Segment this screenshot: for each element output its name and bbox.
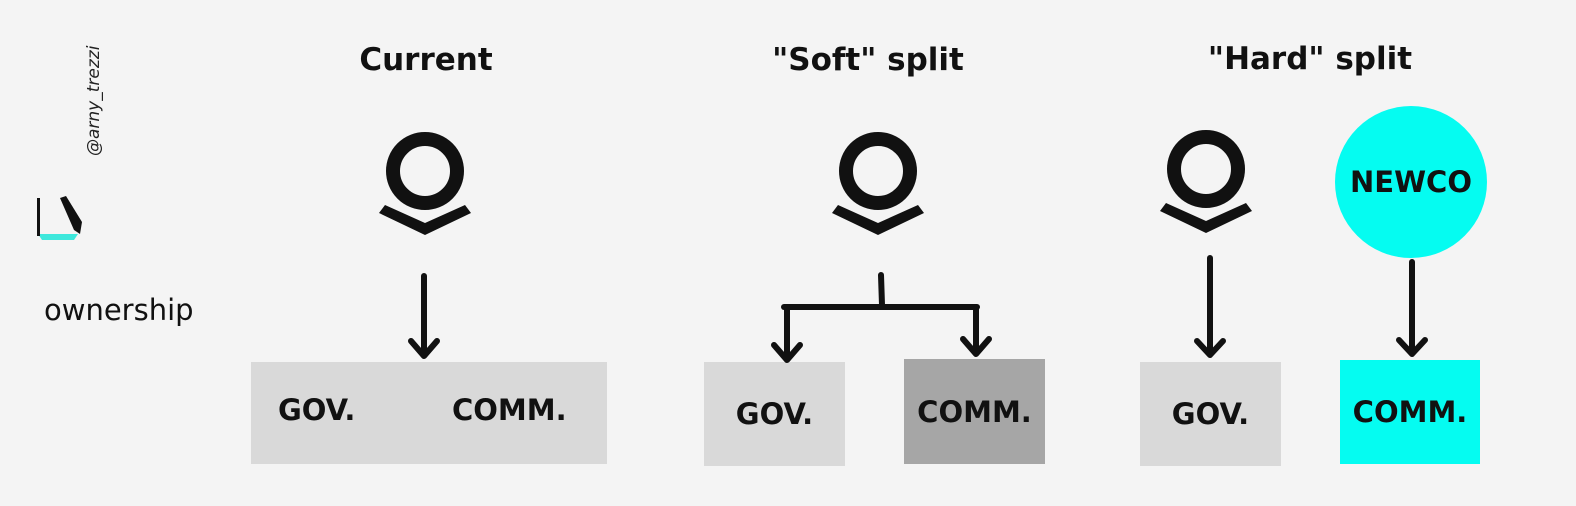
- owner-logo-icon-current: [379, 139, 471, 235]
- arrow-branch-soft: [771, 272, 992, 363]
- arrow-down-icon-current: [408, 273, 440, 359]
- newco-circle: NEWCO: [1335, 106, 1487, 258]
- owner-logo-icon-soft: [832, 139, 924, 235]
- soft-comm-label: COMM.: [917, 394, 1032, 429]
- current-gov-label: GOV.: [278, 393, 356, 427]
- ownership-label: ownership: [44, 293, 194, 327]
- column-title-soft-split: "Soft" split: [772, 42, 964, 78]
- soft-gov-box: GOV.: [704, 362, 845, 466]
- brand-logo-icon: [37, 196, 82, 240]
- soft-gov-label: GOV.: [735, 397, 814, 431]
- hard-gov-box: GOV.: [1140, 362, 1281, 466]
- newco-label: NEWCO: [1349, 165, 1472, 199]
- hard-comm-label: COMM.: [1352, 395, 1468, 429]
- owner-logo-icon-hard: [1160, 137, 1252, 233]
- current-comm-label: COMM.: [452, 393, 567, 427]
- watermark: @arny_trezzi: [30, 30, 104, 240]
- column-title-current: Current: [359, 42, 493, 78]
- soft-comm-box: COMM.: [904, 359, 1045, 464]
- hard-comm-box: COMM.: [1340, 360, 1480, 464]
- current-combined-box: GOV. COMM.: [251, 362, 607, 464]
- column-title-hard-split: "Hard" split: [1207, 41, 1413, 77]
- arrow-down-icon-hard-newco: [1396, 259, 1428, 357]
- hard-gov-label: GOV.: [1171, 397, 1250, 431]
- arrow-down-icon-hard-gov: [1194, 255, 1226, 358]
